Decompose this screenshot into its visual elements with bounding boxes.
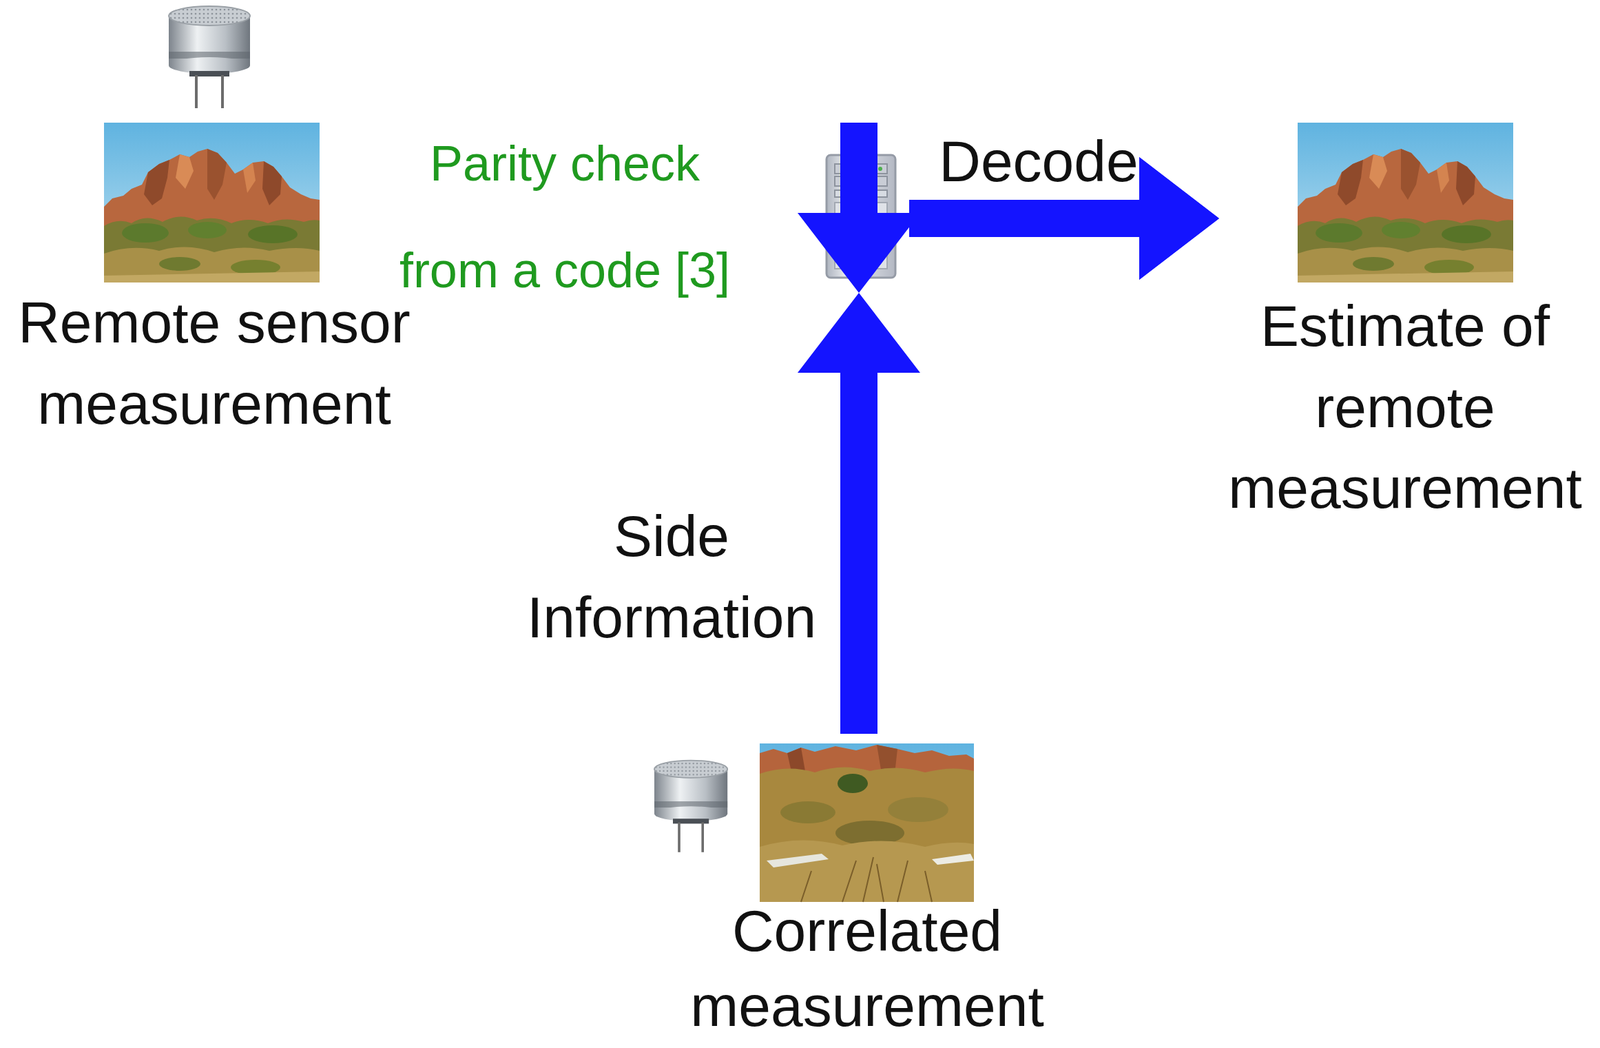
measurement-node: Estimate of remote measurement bbox=[1219, 122, 1592, 529]
arrow-shape bbox=[797, 292, 921, 734]
text-label-box: Decode bbox=[900, 128, 1177, 195]
node-label: Estimate of remote measurement bbox=[1219, 285, 1592, 529]
arrow-shape bbox=[797, 122, 921, 293]
text-label: Decode bbox=[938, 128, 1139, 194]
edge-label: Side Information bbox=[526, 503, 817, 650]
block-arrow bbox=[797, 157, 1220, 734]
measurement-node: Remote sensor measurement bbox=[7, 122, 421, 445]
node-label: Correlated measurement bbox=[674, 893, 1061, 1044]
node-label: Remote sensor measurement bbox=[7, 282, 421, 445]
edge-label-box: Side Information bbox=[520, 495, 824, 658]
edge-label: Parity check from a code [3] bbox=[399, 135, 731, 298]
block-arrow bbox=[797, 122, 1220, 293]
measurement-node: Correlated measurement bbox=[674, 733, 1061, 1044]
edge-label-box: Parity check from a code [3] bbox=[389, 110, 741, 324]
